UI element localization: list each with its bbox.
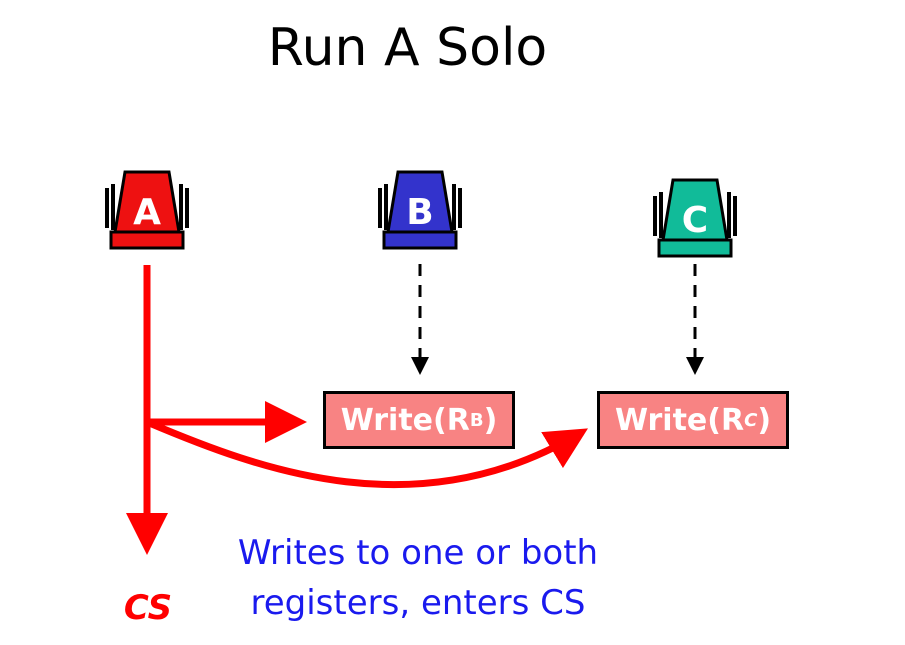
write-rc-suffix: )	[757, 402, 772, 438]
write-rc-prefix: Write(R	[614, 402, 745, 438]
write-rb-prefix: Write(R	[340, 402, 470, 438]
process-c-label: C	[682, 200, 708, 241]
process-a-icon: A	[105, 170, 189, 250]
path-a-to-rc	[145, 418, 588, 489]
critical-section-label: CS	[123, 588, 173, 628]
process-b-icon: B	[378, 170, 462, 250]
process-a-label: A	[133, 192, 161, 233]
annotation-text: Writes to one or both registers, enters …	[188, 528, 648, 628]
annotation-line-1: Writes to one or both	[237, 533, 599, 573]
process-c-icon: C	[653, 178, 737, 258]
write-rc-sub: C	[744, 409, 758, 431]
annotation-line-2: registers, enters CS	[250, 583, 586, 623]
slide-title: Run A Solo	[267, 18, 548, 78]
write-rb-suffix: )	[483, 402, 498, 438]
write-rb-sub: B	[469, 409, 484, 431]
process-b-label: B	[406, 192, 433, 233]
